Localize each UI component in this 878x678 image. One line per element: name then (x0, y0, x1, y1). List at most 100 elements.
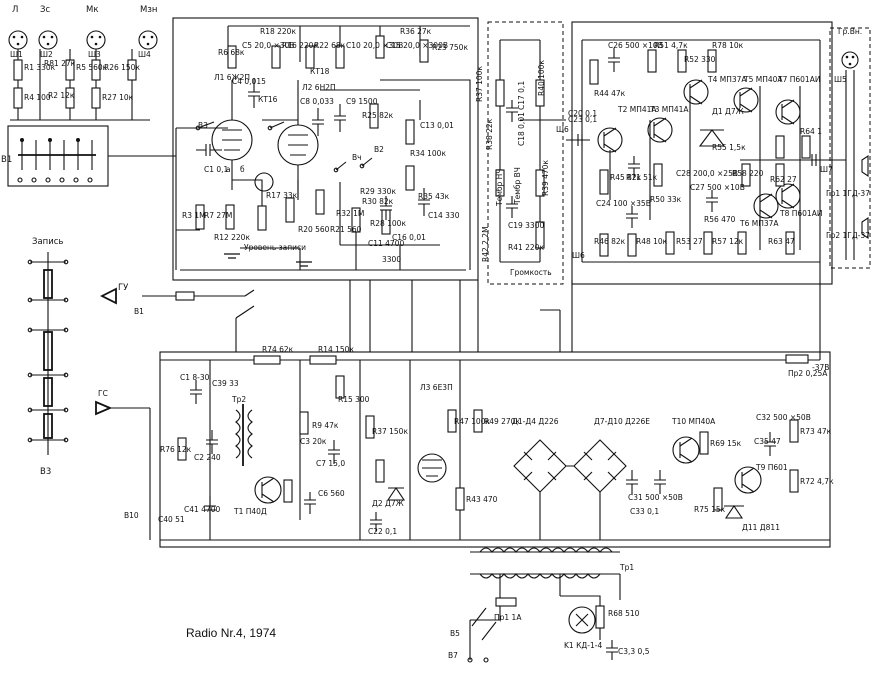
component-label: T8 П601АИ (779, 209, 822, 218)
tone-control-block: R37 100к R38 22к C17 0,1 C18 0,01 C19 33… (475, 39, 597, 277)
component-label: R43 470 (466, 495, 498, 504)
component-label: R20 560 (298, 225, 330, 234)
component-label: В3 (198, 121, 208, 130)
component-label: R28 100к (370, 219, 406, 228)
component-label: R57 12к (712, 237, 744, 246)
component-label: R51 4,7к (654, 41, 688, 50)
component-label: C7 15,0 (316, 459, 345, 468)
component-label: R56 470 (704, 215, 736, 224)
component-label: R14 150к (318, 345, 354, 354)
component-label: T3 МП41А (649, 105, 689, 114)
component-label: R22 68к (314, 41, 346, 50)
component-label: Д1 Д7Ж (712, 107, 744, 116)
component-label: Уровень записи (244, 243, 306, 252)
component-label: R34 100к (410, 149, 446, 158)
component-label: C6 560 (318, 489, 345, 498)
power-supply-block: Д1-Д4 Д226 Д7-Д10 Д226Е C32 500 ×50В C31… (512, 354, 834, 540)
component-label: R53 27 (676, 237, 703, 246)
component-label: T9 П601 (755, 463, 788, 472)
component-label: C22 0,1 (368, 527, 397, 536)
transistor-t7 (775, 99, 801, 125)
component-label: R6 68к (218, 48, 245, 57)
component-label: В5 (450, 629, 460, 638)
component-label: R55 1,5к (712, 143, 746, 152)
component-label: R63 47 (768, 237, 795, 246)
socket-label: Зс (40, 5, 50, 15)
component-label: R7 27М (204, 211, 232, 220)
component-label: Громкость (510, 268, 552, 277)
component-label: R39 470к (541, 160, 550, 196)
component-label: C31 500 ×50В (628, 493, 683, 502)
component-label: Л2 6Н2П (302, 83, 336, 92)
component-label: Д11 Д811 (742, 523, 780, 532)
component-label: Л1 6Ж2П (214, 73, 250, 82)
component-label: C8 0,033 (300, 97, 334, 106)
component-label: R12 220к (214, 233, 250, 242)
component-label: В1 (134, 307, 144, 316)
socket-label: Л (12, 5, 18, 15)
component-label: C35 47 (754, 437, 781, 446)
component-label: R46 82к (594, 237, 626, 246)
component-label: C32 500 ×50В (756, 413, 811, 422)
component-label: R17 33к (266, 191, 298, 200)
tube-l1 (211, 80, 253, 190)
component-label: КТ16 (258, 95, 278, 104)
component-label: C1 8-30 (180, 373, 210, 382)
component-label: R71 51к (626, 173, 658, 182)
component-label: R35 43к (418, 192, 450, 201)
component-label: ГС (98, 389, 108, 398)
component-label: C28 200,0 ×25В (676, 169, 738, 178)
record-title: Запись (32, 237, 63, 247)
component-label: R37 100к (475, 66, 484, 102)
component-label: C40 51 (158, 515, 185, 524)
component-label: T1 П40Д (233, 507, 267, 516)
component-label: С11 4700 (368, 239, 404, 248)
component-label: R23 750к (432, 43, 468, 52)
component-label: R64 1 (800, 127, 822, 136)
component-label: Ш7 (820, 165, 833, 174)
socket-zs: Зс Ш2 (38, 5, 58, 59)
transistor-t3 (647, 117, 673, 143)
component-label: Л3 6Е3П (420, 383, 453, 392)
speaker-block: Гр.Вн. Ш5 Гр1 1ГД-37 Гр2 1ГД-37 (826, 27, 870, 260)
component-label: R52 330 (684, 55, 716, 64)
interconnect-wiring: ГУ (99, 262, 821, 360)
component-label: R29 330к (360, 187, 396, 196)
component-label: б (240, 165, 245, 174)
component-label: R36 27к (400, 27, 432, 36)
component-label: R40 100к (537, 60, 546, 96)
component-label: K1 КД-1-4 (564, 641, 602, 650)
component-label: R18 220к (260, 27, 296, 36)
transistor-t2 (597, 127, 623, 153)
component-label: R62 27 (770, 175, 797, 184)
component-label: R74 62к (262, 345, 294, 354)
component-label: Гр.Вн. (838, 27, 862, 36)
component-label: В2 (374, 145, 384, 154)
input-selector-switch: В1 (1, 138, 96, 183)
oscillator-block: В1 R74 62к R14 150к C1 8-30 C39 33 Тр2 R… (95, 307, 830, 541)
transistor-t6 (753, 193, 779, 219)
component-label: C41 4700 (184, 505, 220, 514)
component-label: R76 12к (160, 445, 192, 454)
component-label: Ш6 (572, 251, 585, 260)
source-caption: Radio Nr.4, 1974 (186, 626, 277, 640)
component-label: C13 0,01 (420, 121, 454, 130)
component-label: R42 2,2М (481, 226, 490, 262)
transistor-t4 (683, 79, 709, 105)
component-label: R48 10к (636, 237, 668, 246)
component-label: C14 330 (428, 211, 460, 220)
r-label: R1 330к (24, 63, 56, 72)
switch-label: В1 (1, 155, 12, 165)
component-label: C10 20,0 ×30В (346, 41, 403, 50)
component-label: T5 МП40А (743, 75, 783, 84)
r-label: R2 12к (48, 91, 75, 100)
component-label: R68 510 (608, 609, 640, 618)
component-label: С3,3 0,5 (618, 647, 650, 656)
power-amp-block: C26 500 ×10В R51 4,7к R52 330 R78 10к T4… (566, 39, 833, 263)
component-label: T6 МП37А (739, 219, 779, 228)
preamp-block: R6 68к C5 20,0 ×30В R16 220к R18 220к C4… (175, 25, 471, 271)
component-label: R78 10к (712, 41, 744, 50)
component-label: R69 15к (710, 439, 742, 448)
component-label: C1 0,1 (204, 165, 229, 174)
